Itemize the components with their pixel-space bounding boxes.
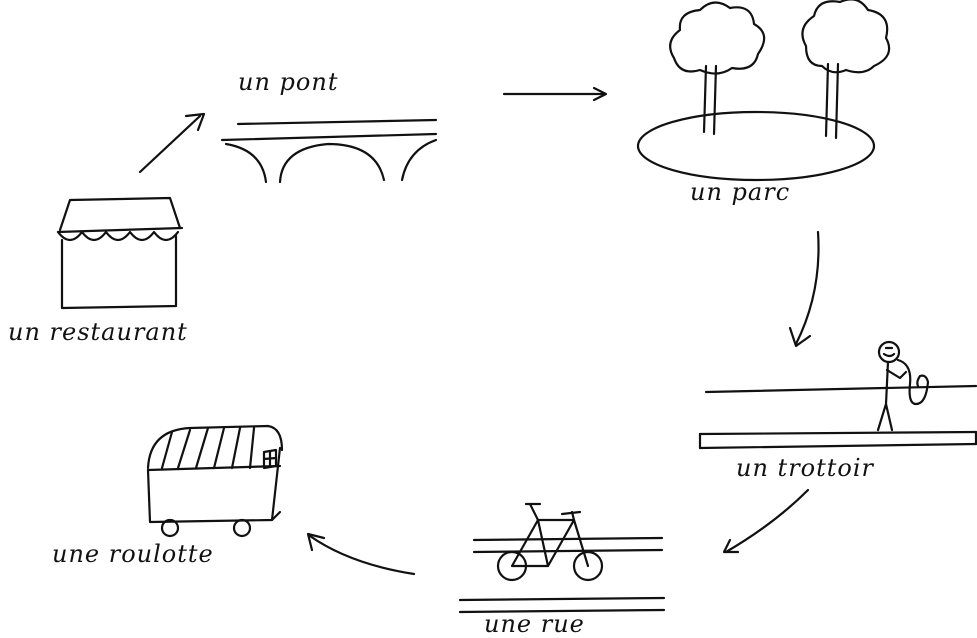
restaurant-drawing bbox=[58, 198, 182, 308]
label-un-trottoir: un trottoir bbox=[736, 454, 874, 482]
label-un-parc: un parc bbox=[690, 178, 790, 206]
caravan-drawing bbox=[148, 426, 282, 536]
park-drawing bbox=[638, 0, 889, 180]
label-un-pont: un pont bbox=[238, 68, 338, 96]
label-une-roulotte: une roulotte bbox=[52, 540, 214, 568]
flow-arrows bbox=[140, 88, 819, 574]
label-un-restaurant: un restaurant bbox=[8, 318, 188, 346]
sidewalk-drawing bbox=[700, 342, 976, 448]
bridge-drawing bbox=[222, 120, 436, 182]
street-drawing bbox=[460, 504, 664, 612]
